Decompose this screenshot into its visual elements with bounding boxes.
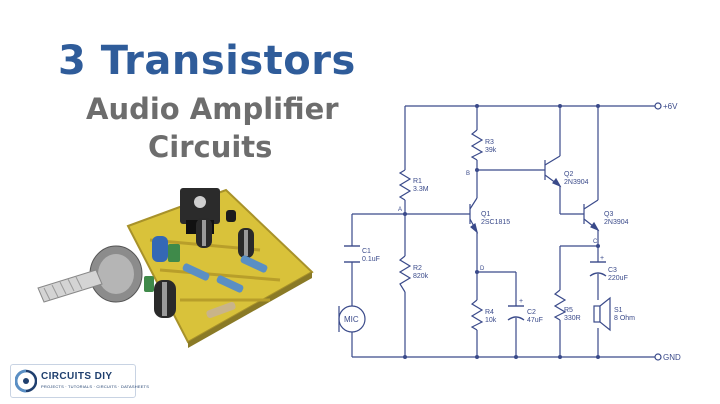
node-c-label: C: [593, 239, 598, 245]
c2-value: 47uF: [527, 317, 543, 324]
resistor-4: [240, 255, 268, 273]
resistor-r3: [470, 129, 484, 161]
junction-dots: [403, 104, 600, 359]
title-line-3: Circuits: [148, 130, 273, 164]
resistor-1: [182, 263, 210, 281]
q1-value: 2SC1815: [481, 219, 510, 226]
s1-value: 8 Ohm: [614, 315, 635, 322]
pcb-board-edge: [188, 272, 312, 348]
resistor-r4: [470, 299, 484, 331]
mic-label: MIC: [344, 315, 359, 324]
gnd-label: GND: [663, 353, 681, 362]
r5-value: 330R: [564, 315, 581, 322]
c2-ref: C2: [527, 309, 536, 316]
node-d-label: D: [480, 266, 485, 272]
pcb-board-illustration: [37, 188, 314, 348]
title-line-2: Audio Amplifier: [86, 92, 339, 126]
circuits-diy-logo[interactable]: CIRCUITS DIY PROJECTS · TUTORIALS · CIRC…: [10, 364, 149, 398]
pcb-transistor: [226, 210, 236, 222]
c3-ref: C3: [608, 267, 617, 274]
capacitor-c3: [589, 261, 607, 277]
resistor-2: [216, 275, 244, 293]
logo-tagline: PROJECTS · TUTORIALS · CIRCUITS · DATASH…: [41, 384, 150, 389]
q1-ref: Q1: [481, 211, 490, 218]
r1-ref: R1: [413, 178, 422, 185]
capacitor-c1: [344, 245, 360, 263]
c3-value: 220uF: [608, 275, 628, 282]
logo-name: CIRCUITS DIY: [41, 371, 113, 382]
schematic-wires: [351, 105, 655, 358]
node-a-label: A: [398, 207, 402, 213]
vcc-label: +6V: [663, 102, 678, 111]
r4-value: 10k: [485, 317, 497, 324]
node-b-label: B: [466, 171, 470, 177]
gnd-terminal: [654, 353, 662, 361]
r1-value: 3.3M: [413, 186, 429, 193]
s1-ref: S1: [614, 307, 623, 314]
film-capacitor-2: [144, 276, 154, 292]
r3-value: 39k: [485, 147, 497, 154]
microphone-symbol: [338, 305, 366, 333]
capacitor-blue: [152, 236, 168, 262]
c1-ref: C1: [362, 248, 371, 255]
title-line-1: 3 Transistors: [58, 38, 356, 84]
transistor-q1: [469, 197, 479, 234]
vcc-terminal: [654, 102, 662, 110]
film-capacitor-1: [168, 244, 180, 262]
q2-ref: Q2: [564, 171, 573, 178]
capacitor-c2: [507, 305, 525, 321]
q3-value: 2N3904: [604, 219, 629, 226]
c1-value: 0.1uF: [362, 256, 380, 263]
resistor-r2: [398, 255, 412, 293]
resistor-r5: [553, 289, 567, 321]
logo-mark-icon: [15, 369, 37, 393]
r5-ref: R5: [564, 307, 573, 314]
resistor-3: [206, 301, 236, 319]
r2-ref: R2: [413, 265, 422, 272]
q3-ref: Q3: [604, 211, 613, 218]
transistor-q3: [583, 199, 600, 232]
svg-text:+: +: [519, 298, 523, 305]
transistor-q2: [544, 155, 562, 188]
potentiometer-shaft: [37, 269, 103, 303]
r4-ref: R4: [485, 309, 494, 316]
speaker-symbol: [593, 296, 611, 332]
r2-value: 820k: [413, 273, 429, 280]
resistor-r1: [398, 169, 412, 201]
q2-value: 2N3904: [564, 179, 589, 186]
svg-text:+: +: [600, 255, 604, 262]
r3-ref: R3: [485, 139, 494, 146]
